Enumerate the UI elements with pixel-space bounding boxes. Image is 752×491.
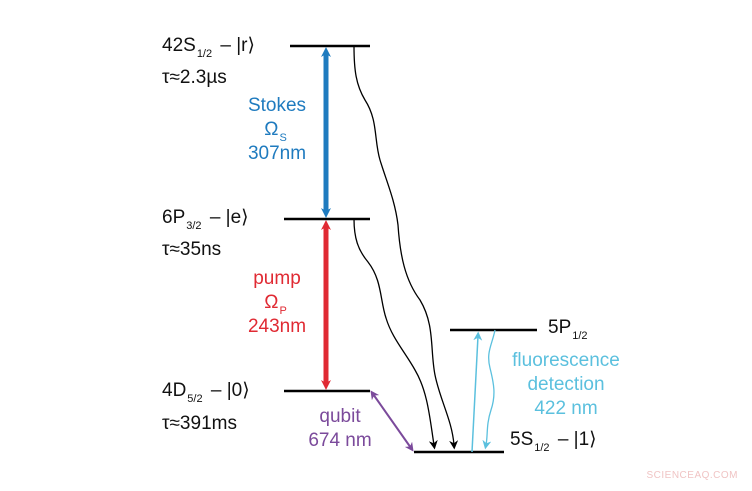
sub-5p: 1/2 bbox=[572, 330, 588, 342]
omega-s-sub: S bbox=[279, 131, 287, 144]
pump-wavelength: 243nm bbox=[247, 315, 307, 337]
omega-p: Ω bbox=[264, 291, 279, 313]
qubit-label: qubit 674 nm bbox=[295, 405, 385, 453]
state-5s: 5S bbox=[510, 429, 534, 450]
lifetime-4d: τ≈391ms bbox=[162, 413, 237, 434]
fluorescence-line2: detection bbox=[527, 373, 605, 395]
stokes-wavelength: 307nm bbox=[247, 142, 307, 164]
lifetime-42s: τ≈2.3µs bbox=[162, 67, 227, 88]
fluorescence-line1: fluorescence bbox=[512, 350, 620, 371]
fluorescence-excitation-arrow bbox=[471, 331, 483, 453]
state-5p: 5P bbox=[548, 317, 572, 338]
pump-symbol: ΩP bbox=[232, 291, 322, 317]
decay-6p-wavy bbox=[353, 218, 438, 450]
pump-label: pump ΩP 243nm bbox=[232, 267, 322, 338]
sub-4d: 5/2 bbox=[187, 393, 203, 405]
label-42s: 42S1/2 – |r⟩ bbox=[162, 35, 255, 60]
pump-name: pump bbox=[253, 268, 301, 289]
qubit-wavelength: 674 nm bbox=[308, 429, 372, 451]
stokes-name: Stokes bbox=[247, 95, 307, 116]
state-4d: 4D bbox=[162, 380, 187, 401]
label-4d: 4D5/2 – |0⟩ bbox=[162, 380, 250, 405]
sub-42s: 1/2 bbox=[196, 48, 213, 60]
ket-e: – |e⟩ bbox=[204, 207, 249, 228]
label-6p: 6P3/2 – |e⟩ bbox=[162, 207, 249, 232]
fluorescence-label: fluorescence detection 422 nm bbox=[496, 349, 636, 420]
fluorescence-wavelength: 422 nm bbox=[534, 397, 598, 419]
omega-p-sub: P bbox=[279, 304, 287, 317]
watermark: SCIENCEAQ.COM bbox=[646, 470, 738, 481]
state-6p: 6P bbox=[162, 207, 186, 228]
state-42s: 42S bbox=[162, 35, 196, 56]
lifetime-6p: τ≈35ns bbox=[162, 239, 222, 260]
fluorescence-emission-wavy bbox=[482, 329, 496, 450]
qubit-arrow bbox=[370, 390, 414, 452]
label-5p: 5P1/2 bbox=[548, 317, 591, 342]
label-5s: 5S1/2 – |1⟩ bbox=[510, 429, 597, 454]
ket-r: – |r⟩ bbox=[215, 35, 255, 56]
omega-s: Ω bbox=[264, 118, 279, 140]
stokes-label: Stokes ΩS 307nm bbox=[232, 94, 322, 165]
ket-1: – |1⟩ bbox=[552, 429, 597, 450]
ket-0: – |0⟩ bbox=[205, 380, 250, 401]
sub-5s: 1/2 bbox=[534, 442, 550, 454]
decay-42s-wavy bbox=[353, 45, 459, 450]
sub-6p: 3/2 bbox=[186, 220, 202, 232]
stokes-symbol: ΩS bbox=[232, 118, 322, 144]
qubit-name: qubit bbox=[319, 406, 361, 427]
